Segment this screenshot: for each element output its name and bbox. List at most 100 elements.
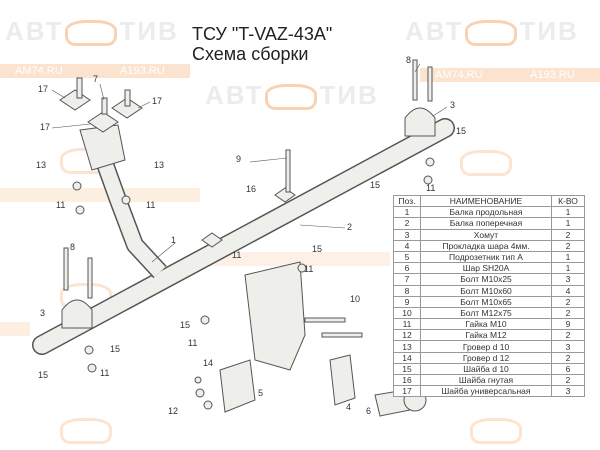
- callout-label: 6: [366, 406, 371, 416]
- cell-pos: 7: [393, 273, 421, 286]
- watermark-car-icon: [470, 418, 522, 444]
- cell-name: Гайка М12: [420, 329, 552, 342]
- cell-pos: 6: [393, 262, 421, 275]
- tow-plate: [219, 359, 256, 413]
- watermark-band: AM74.RU A193.RU: [0, 64, 190, 78]
- callout-label: 2: [347, 222, 352, 232]
- watermark-logo-text: ТИВ: [319, 80, 379, 110]
- cell-pos: 1: [393, 206, 421, 219]
- callout-label: 3: [450, 100, 455, 110]
- title-line-1: ТСУ "T-VAZ-43A": [192, 24, 333, 44]
- cell-pos: 4: [393, 239, 421, 252]
- cell-qty: 1: [551, 217, 585, 230]
- cell-name: Шайба универсальная: [420, 385, 552, 398]
- callout-label: 17: [152, 96, 162, 106]
- cell-pos: 11: [393, 318, 421, 331]
- cell-name: Болт М10х25: [420, 273, 552, 286]
- col-pos: Поз.: [393, 194, 421, 208]
- watermark-text: A193.RU: [120, 65, 165, 77]
- cell-pos: 3: [393, 228, 421, 241]
- col-name: НАИМЕНОВАНИЕ: [420, 194, 552, 208]
- cell-qty: 1: [551, 262, 585, 275]
- callout-label: 11: [426, 183, 435, 193]
- cell-name: Прокладка шара 4мм.: [420, 239, 552, 252]
- cell-pos: 16: [393, 373, 421, 387]
- callout-label: 11: [188, 338, 197, 348]
- cell-qty: 6: [551, 362, 585, 376]
- callout-label: 7: [93, 74, 98, 84]
- watermark-car-icon: [460, 150, 512, 176]
- cell-qty: 2: [551, 306, 585, 320]
- cell-qty: 3: [551, 340, 585, 353]
- watermark-logo-text: АВТ: [205, 80, 264, 110]
- diagram-title: ТСУ "T-VAZ-43A" Схема сборки: [192, 24, 332, 64]
- watermark-text: AM74.RU: [435, 69, 483, 81]
- cell-name: Шар SH20A: [420, 262, 552, 275]
- callout-label: 1: [171, 235, 176, 245]
- callout-label: 17: [40, 122, 50, 132]
- cell-qty: 3: [551, 273, 585, 286]
- bent-washer: [201, 232, 223, 248]
- cell-qty: 9: [551, 318, 585, 331]
- washer: [111, 97, 143, 119]
- cell-pos: 2: [393, 217, 421, 230]
- cell-name: Гровер d 12: [420, 351, 552, 364]
- watermark-text: A193.RU: [530, 69, 575, 81]
- cell-name: Гровер d 10: [420, 340, 552, 353]
- callout-label: 8: [70, 242, 75, 252]
- cell-name: Болт М10х65: [420, 295, 552, 308]
- cell-name: Гайка М10: [420, 318, 552, 331]
- callout-label: 12: [168, 406, 178, 416]
- watermark-text: AM74.RU: [15, 65, 63, 77]
- watermark-band: [200, 252, 390, 266]
- cell-name: Балка поперечная: [420, 217, 552, 230]
- cell-name: Шайба гнутая: [420, 373, 552, 387]
- cell-qty: 4: [551, 284, 585, 297]
- callout-label: 15: [312, 244, 322, 254]
- callout-label: 8: [406, 55, 411, 65]
- cell-qty: 2: [551, 295, 585, 308]
- table-header-row: Поз. НАИМЕНОВАНИЕ К-ВО: [393, 194, 585, 208]
- callout-label: 11: [56, 200, 65, 210]
- cell-qty: 3: [551, 385, 585, 398]
- cell-qty: 2: [551, 228, 585, 241]
- cell-qty: 2: [551, 373, 585, 387]
- title-line-2: Схема сборки: [192, 44, 309, 64]
- cell-name: Болт М10х60: [420, 284, 552, 297]
- clamp: [404, 107, 436, 137]
- watermark-band: AM74.RU A193.RU: [420, 68, 600, 82]
- watermark-logo: АВТ ТИВ: [205, 80, 379, 111]
- cell-pos: 9: [393, 295, 421, 308]
- callout-label: 9: [236, 154, 241, 164]
- watermark-car-icon: [60, 418, 112, 444]
- cell-pos: 15: [393, 362, 421, 376]
- cell-pos: 13: [393, 340, 421, 353]
- watermark-band: [0, 188, 200, 202]
- callout-label: 15: [456, 126, 466, 136]
- cell-pos: 17: [393, 385, 421, 398]
- cell-pos: 8: [393, 284, 421, 297]
- callout-label: 11: [304, 264, 313, 274]
- callout-label: 13: [36, 160, 46, 170]
- callout-label: 13: [154, 160, 164, 170]
- watermark-logo-text: АВТ: [405, 16, 464, 46]
- cell-name: Хомут: [420, 228, 552, 241]
- cross-beam-inner: [33, 119, 454, 354]
- cell-qty: 2: [551, 351, 585, 364]
- watermark-logo-text: АВТ: [5, 16, 64, 46]
- washer: [59, 89, 91, 111]
- cell-pos: 5: [393, 250, 421, 264]
- cell-qty: 1: [551, 250, 585, 264]
